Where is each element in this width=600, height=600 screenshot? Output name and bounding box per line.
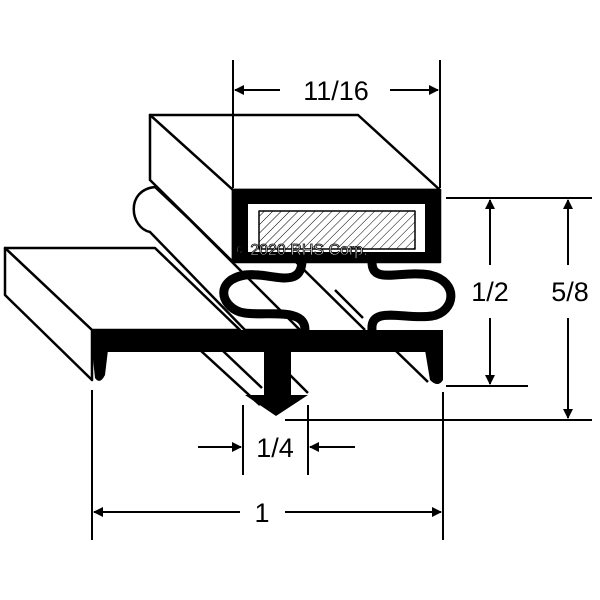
dimension-labels: 11/16 1/2 5/8 1/4 1: [254, 76, 588, 528]
bellows: [219, 257, 456, 335]
central-diagonals: [295, 261, 366, 331]
copyright-text: © 2020 RHS Corp.: [234, 242, 368, 259]
base-bar: [92, 330, 443, 416]
dim-overall-height: 5/8: [551, 277, 589, 307]
magnet-housing: [148, 113, 442, 264]
base-flange: [3, 246, 242, 382]
dim-base-width: 1: [254, 498, 269, 528]
dimension-lines: [91, 60, 592, 540]
dim-top-width: 11/16: [303, 76, 369, 106]
dim-dart-width: 1/4: [256, 433, 294, 463]
lower-rails: [199, 349, 429, 406]
dim-inner-height: 1/2: [471, 277, 509, 307]
